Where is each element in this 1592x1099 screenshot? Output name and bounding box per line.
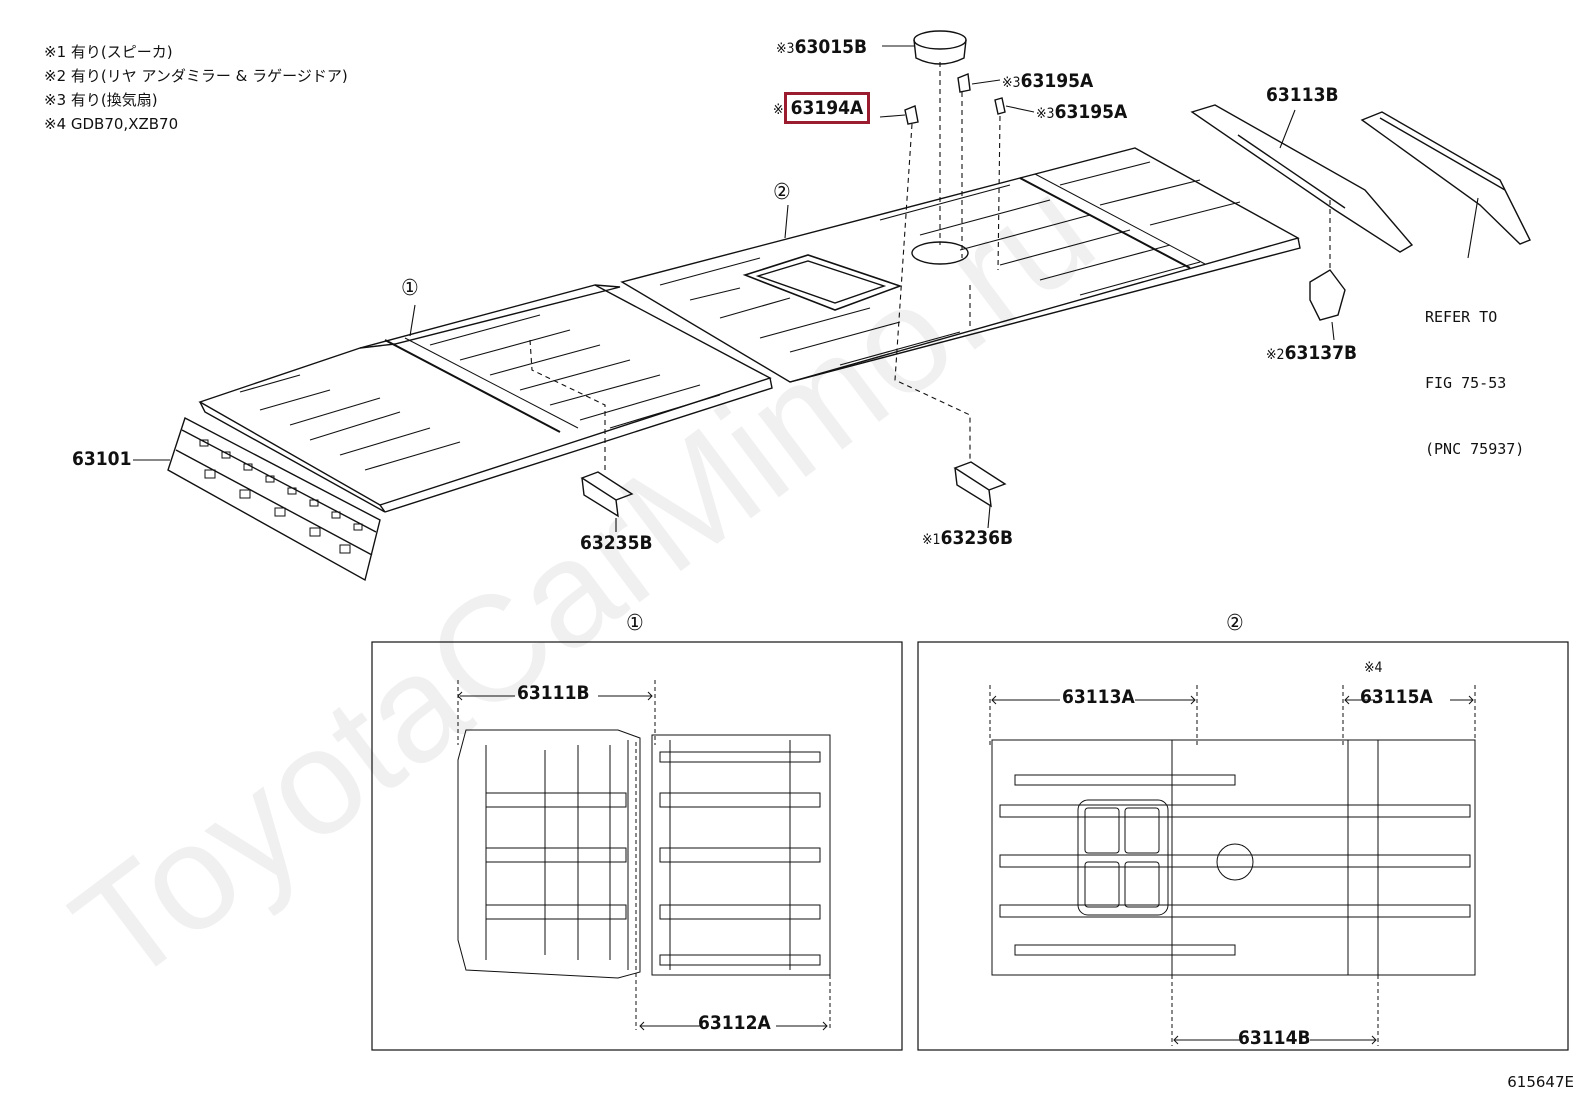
bracket-63236B xyxy=(953,461,1007,508)
detail-frame-2 xyxy=(917,641,1569,1051)
part-label-63113A[interactable]: 63113A xyxy=(1062,686,1135,708)
rear-header-panel xyxy=(1190,104,1414,253)
callout-1-detail: ① xyxy=(626,611,644,636)
bracket-63235B xyxy=(580,471,634,518)
part-label-63115A[interactable]: 63115A xyxy=(1360,686,1433,708)
front-roof-panel xyxy=(198,284,773,513)
notes-list: ※1 有り(スピーカ) ※2 有り(リヤ アンダミラー & ラゲージドア) ※3… xyxy=(44,40,348,136)
part-label-63236B[interactable]: ※163236B xyxy=(922,527,1014,549)
refer-note: REFER TO FIG 75-53 (PNC 75937) xyxy=(1425,262,1524,482)
detail-frame-1 xyxy=(371,641,903,1051)
note-2: ※2 有り(リヤ アンダミラー & ラゲージドア) xyxy=(44,67,348,85)
part-label-63195A-upper[interactable]: ※363195A xyxy=(1002,70,1094,92)
highlight-box: 63194A xyxy=(783,92,871,124)
note-3: ※3 有り(換気扇) xyxy=(44,91,158,109)
part-label-63015B[interactable]: ※363015B xyxy=(776,36,868,58)
part-label-63112A[interactable]: 63112A xyxy=(698,1012,771,1034)
part-label-63113B[interactable]: 63113B xyxy=(1266,84,1339,106)
note-4: ※4 GDB70,XZB70 xyxy=(44,115,179,133)
part-label-63114B[interactable]: 63114B xyxy=(1238,1027,1311,1049)
callout-2-detail: ② xyxy=(1226,611,1244,636)
note-mark-4: ※4 xyxy=(1364,660,1383,676)
callout-1-main: ① xyxy=(401,276,419,301)
part-label-63137B[interactable]: ※263137B xyxy=(1266,342,1358,364)
refer-line-1: REFER TO xyxy=(1425,308,1498,326)
note-1: ※1 有り(スピーカ) xyxy=(44,43,173,61)
vent-cap xyxy=(913,30,967,65)
part-label-63195A-lower[interactable]: ※363195A xyxy=(1036,101,1128,123)
callout-2-main: ② xyxy=(773,180,791,205)
part-label-63235B[interactable]: 63235B xyxy=(580,532,653,554)
part-label-63101[interactable]: 63101 xyxy=(72,448,132,470)
refer-line-3: (PNC 75937) xyxy=(1425,440,1525,458)
part-label-63111B[interactable]: 63111B xyxy=(517,682,590,704)
clip-parts xyxy=(904,73,1006,125)
detail-2-roof-plan xyxy=(989,685,1476,1046)
front-header-panel xyxy=(167,416,381,582)
rear-roof-panel xyxy=(620,147,1301,383)
rear-spoiler xyxy=(1360,111,1531,245)
part-label-63194A[interactable]: ※63194A xyxy=(773,92,871,124)
figure-id: 615647E xyxy=(1507,1073,1574,1091)
refer-line-2: FIG 75-53 xyxy=(1425,374,1507,392)
bracket-63137B xyxy=(1309,269,1346,321)
detail-1-roof-plan xyxy=(457,680,831,1031)
